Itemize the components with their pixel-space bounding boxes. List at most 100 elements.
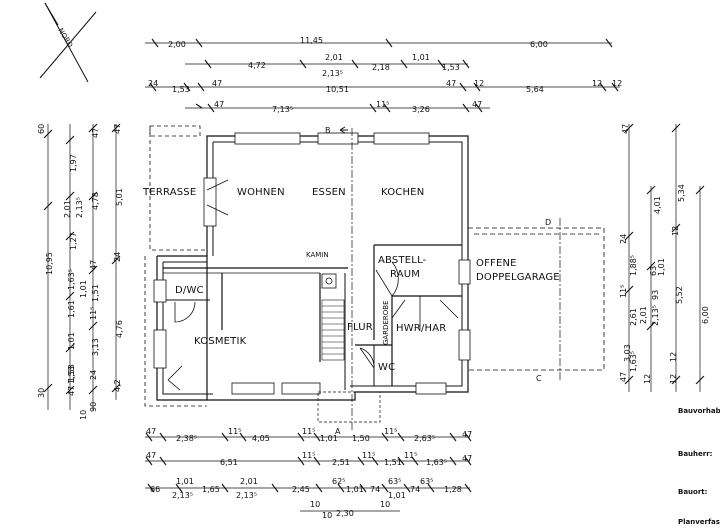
dim-left-c3-2: 47: [91, 128, 100, 138]
dim-right-c1-5: 3,03: [623, 344, 632, 362]
section-arrow-b: [339, 126, 348, 134]
dim-right-c2-1: 93: [651, 290, 660, 300]
dim-top-r2-1: 2,01: [325, 53, 343, 62]
dim-bot-r3-7: 62⁵: [332, 477, 345, 486]
dim-top-r4-2: 11⁵: [376, 100, 389, 109]
dim-right-c3-4: 5,52: [675, 286, 684, 304]
room-label-abstellraum-2: RAUM: [390, 269, 420, 280]
dim-right-c1-3: 11⁵: [619, 285, 628, 298]
dim-right-c1-4: 2,61: [629, 308, 638, 326]
dim-bot-r2-7: 1,63⁵: [426, 458, 447, 467]
dim-bot-r1-8: 2,63⁵: [414, 434, 435, 443]
dim-left-c2-8: 10: [79, 410, 88, 420]
dim-left-c1-2: 1,61: [67, 300, 76, 318]
dim-top-r1-1: 11,45: [300, 36, 323, 45]
section-lines: [351, 128, 561, 430]
dim-bot-r1-2: 11⁵: [228, 427, 241, 436]
dim-left-c4-3: 4,76: [115, 320, 124, 338]
dim-left-c2-5: 1,01: [79, 280, 88, 298]
room-label-kamin: KAMIN: [306, 251, 329, 259]
dim-bot-r3-11: 1,01: [388, 491, 406, 500]
dim-bot-r2-4: 11⁵: [362, 451, 375, 460]
dim-top-r2-3: 2,18: [372, 63, 390, 72]
dim-left-c2-3: 1,27: [69, 232, 78, 250]
room-label-garage-1: OFFENE: [476, 258, 517, 269]
dim-right-c3-1: 12: [671, 226, 680, 236]
dim-bot-r1-1: 2,38⁵: [176, 434, 197, 443]
dim-top-r3-5: 12: [474, 79, 484, 88]
dim-bot-r1-9: 47: [462, 430, 472, 439]
dim-bot-r3-10: 63⁵: [388, 477, 401, 486]
dim-bot-r1-6: 1,50: [352, 434, 370, 443]
room-label-wc: WC: [378, 362, 395, 373]
dim-left-c2-2: 2,13⁵: [75, 197, 84, 218]
dim-right-c1-0: 47: [621, 124, 630, 134]
dim-top-r3-2: 47: [212, 79, 222, 88]
dim-bot-r2-3: 2,51: [332, 458, 350, 467]
dim-bot-r2-2: 11⁵: [302, 451, 315, 460]
room-label-flur: FLUR: [347, 322, 373, 333]
dim-left-c2-0: 1,97: [69, 154, 78, 172]
entrance-steps: [317, 391, 381, 423]
titleblock-planverfasser: Planverfasser: [678, 518, 720, 526]
dim-left-c2-7: 47: [89, 260, 98, 270]
dims-bottom: 47 2,38⁵ 11⁵ 4,05 11⁵ 1,01 1,50 11⁵ 2,63…: [146, 427, 472, 520]
titleblock-bauherr: Bauherr:: [678, 450, 713, 458]
dimension-ticks: [43, 38, 705, 493]
dim-bot-r2-8: 47: [462, 454, 472, 463]
dim-right-c2-3: 2,13⁵: [651, 305, 660, 326]
door-swings: [167, 179, 459, 391]
dim-left-c1-3: 30: [37, 388, 46, 398]
kamin-symbol: [321, 273, 337, 289]
dim-bot-r1-7: 11⁵: [384, 427, 397, 436]
dim-left-outer: 10,95: [45, 252, 54, 275]
dim-bot-r3-12: 74: [410, 485, 420, 494]
dim-top-r4-0: 47: [214, 100, 224, 109]
section-label-a: A: [335, 427, 341, 436]
dim-bot-r4-2: 2,30: [336, 509, 354, 518]
dim-right-c3-6: 12: [669, 374, 678, 384]
dim-top-r4-3: 3,26: [412, 105, 430, 114]
dimension-lines: [47, 42, 701, 512]
dim-bot-r1-0: 47: [146, 427, 156, 436]
dim-top-r3-6: 5,64: [526, 85, 544, 94]
dim-right-c1-1: 24: [619, 234, 628, 244]
dim-right-c2-2: 2,01: [639, 306, 648, 324]
dim-bot-r3-3: 1,65: [202, 485, 220, 494]
dim-left-c4-4: 47: [67, 386, 76, 396]
windows: [153, 132, 471, 395]
dim-top-r2-4: 1,01: [412, 53, 430, 62]
dim-left-c3-3: 1,63⁵: [67, 269, 76, 290]
dim-right-c2-0: 4,01: [653, 196, 662, 214]
dim-top-r3-7: 12: [592, 79, 602, 88]
dim-right-c2-5: 12: [643, 374, 652, 384]
dim-bot-r3-13: 63⁵: [420, 477, 433, 486]
room-label-hwr: HWR/HAR: [396, 323, 446, 334]
dim-left-c2-1: 2,01: [63, 200, 72, 218]
dim-bot-r3-6: 2,45: [292, 485, 310, 494]
dim-top-r3-0: 24: [148, 79, 158, 88]
dim-bot-r3-9: 74: [370, 485, 380, 494]
dim-right-c1-6: 47: [619, 372, 628, 382]
dim-left-c4-0: 47: [113, 124, 122, 134]
section-label-c: C: [536, 374, 542, 383]
room-label-essen: ESSEN: [312, 187, 346, 198]
dim-left-c4-2: 24: [89, 370, 98, 380]
dim-left-c4-1: 5,01: [115, 188, 124, 206]
dim-bot-r3-8: 1,01: [346, 485, 364, 494]
dims-top: 2,00 11,45 6,00 4,72 2,01 2,13⁵ 2,18 1,0…: [148, 36, 622, 114]
dim-top-r2-2: 2,13⁵: [322, 69, 343, 78]
dim-top-r1-0: 2,00: [168, 40, 186, 49]
dim-bot-r3-4: 2,01: [240, 477, 258, 486]
dim-bot-r2-0: 47: [146, 451, 156, 460]
room-label-garderobe: GARDEROBE: [382, 301, 390, 346]
dim-bot-r3-2: 2,13⁵: [172, 491, 193, 500]
dim-bot-r1-4: 11⁵: [302, 427, 315, 436]
dim-bot-r2-6: 11⁵: [404, 451, 417, 460]
room-label-kochen: KOCHEN: [381, 187, 424, 198]
room-label-wohnen: WOHNEN: [237, 187, 285, 198]
dim-left-c3-1: 4,78: [91, 192, 100, 210]
dim-top-r3-4: 47: [446, 79, 456, 88]
dim-top-r3-3: 10,51: [326, 85, 349, 94]
